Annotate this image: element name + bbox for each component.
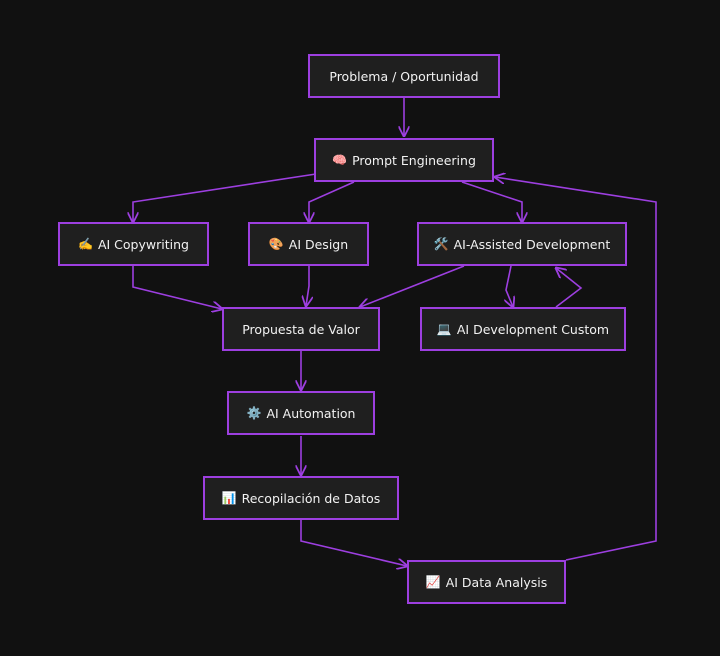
- gear-icon: ⚙️: [246, 406, 262, 420]
- edge-prompt-dev: [461, 181, 522, 222]
- brain-icon: 🧠: [332, 153, 348, 167]
- chart-increasing-icon: 📈: [425, 575, 441, 589]
- node-propuesta-de-valor: Propuesta de Valor: [222, 307, 380, 351]
- node-automation-label: AI Automation: [266, 405, 356, 421]
- writing-hand-icon: ✍️: [78, 237, 93, 251]
- node-ai-copywriting: ✍️ AI Copywriting: [58, 222, 209, 266]
- node-copy-label: AI Copywriting: [97, 236, 189, 252]
- edge-design-valor: [306, 266, 309, 306]
- edge-prompt-copy: [133, 173, 317, 222]
- edge-recopilacion-analysis: [300, 520, 407, 566]
- bar-chart-icon: 📊: [221, 491, 237, 505]
- node-custom-label: AI Development Custom: [456, 321, 610, 337]
- edge-analysis-prompt: [495, 177, 657, 561]
- edge-copy-valor: [132, 266, 222, 309]
- node-problema: Problema / Oportunidad: [308, 54, 500, 98]
- node-prompt-label: Prompt Engineering: [352, 152, 476, 168]
- edge-dev-valor: [360, 265, 465, 307]
- node-ai-data-analysis: 📈 AI Data Analysis: [407, 560, 566, 604]
- node-ai-development-custom: 💻 AI Development Custom: [420, 307, 626, 351]
- node-valor-label: Propuesta de Valor: [242, 321, 360, 337]
- node-problema-label: Problema / Oportunidad: [329, 68, 479, 84]
- palette-icon: 🎨: [268, 237, 284, 251]
- edge-dev-custom: [506, 265, 513, 307]
- node-dev-label: AI-Assisted Development: [453, 236, 611, 252]
- edge-custom-dev: [556, 268, 583, 308]
- node-recopilacion-label: Recopilación de Datos: [241, 490, 381, 506]
- edge-prompt-design: [309, 181, 355, 222]
- node-ai-design: 🎨 AI Design: [248, 222, 369, 266]
- node-analysis-label: AI Data Analysis: [445, 574, 548, 590]
- node-design-label: AI Design: [288, 236, 349, 252]
- tools-icon: 🛠️: [433, 237, 449, 251]
- node-ai-automation: ⚙️ AI Automation: [227, 391, 375, 435]
- node-prompt-engineering: 🧠 Prompt Engineering: [314, 138, 494, 182]
- node-ai-assisted-development: 🛠️ AI-Assisted Development: [417, 222, 627, 266]
- laptop-icon: 💻: [436, 322, 452, 336]
- node-recopilacion-de-datos: 📊 Recopilación de Datos: [203, 476, 399, 520]
